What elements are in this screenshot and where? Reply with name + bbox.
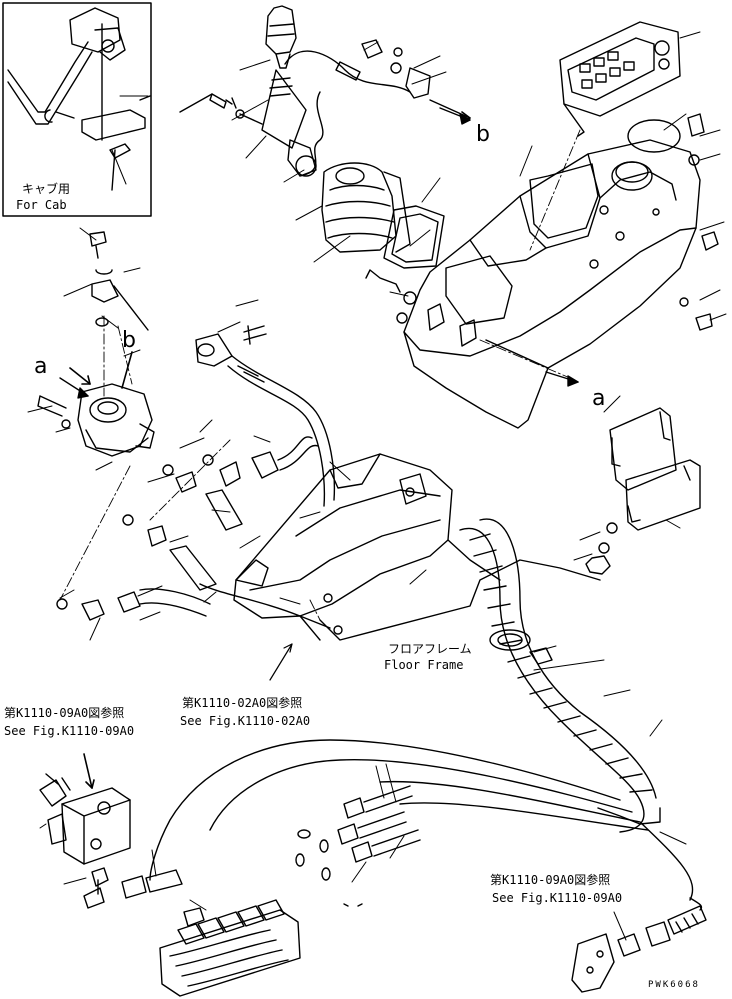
leader-lines (27, 31, 727, 941)
floor-frame-bracket (233, 453, 601, 641)
fittings-bottom-right (571, 897, 707, 993)
ref-09a0-left-label-en: See Fig.K1110-09A0 (4, 724, 135, 738)
floor-frame-label-en: Floor Frame (384, 658, 464, 672)
inset-for-cab (2, 2, 152, 217)
solenoid-valve-block (39, 753, 131, 909)
callout-a-right: a (592, 386, 606, 411)
long-hoses (121, 739, 694, 907)
reference-lines (59, 129, 581, 621)
callout-b-right: b (476, 122, 490, 147)
control-panel (365, 21, 719, 331)
rubber-boot (321, 162, 445, 269)
lever-assembly (179, 5, 471, 177)
for-cab-label-en: For Cab (16, 198, 67, 212)
floor-hose-bundle (459, 518, 657, 833)
ref-09a0-left-label-jp: 第K1110-09A0図参照 (4, 706, 125, 720)
callout-b-left: b (122, 328, 136, 353)
ref-09a0-right-label-jp: 第K1110-09A0図参照 (490, 873, 611, 887)
drawing-code: PWK6068 (648, 980, 700, 990)
callout-a-left: a (34, 354, 48, 379)
pilot-valve (37, 231, 155, 457)
hoses-middle (56, 325, 336, 629)
arrow-a-right (545, 371, 579, 387)
ref-09a0-right-label-en: See Fig.K1110-09A0 (492, 891, 623, 905)
control-valve-stack (159, 899, 301, 997)
for-cab-label-jp: キャブ用 (22, 182, 71, 196)
console-housing (403, 139, 701, 429)
arrow-a-left (59, 377, 89, 399)
floor-frame-label-jp: フロアフレーム (388, 642, 472, 656)
ref-02a0-label-jp: 第K1110-02A0図参照 (182, 696, 303, 710)
brackets-right (585, 407, 701, 575)
ref-02a0-label-en: See Fig.K1110-02A0 (180, 714, 311, 728)
arrow-b-right (439, 107, 471, 125)
